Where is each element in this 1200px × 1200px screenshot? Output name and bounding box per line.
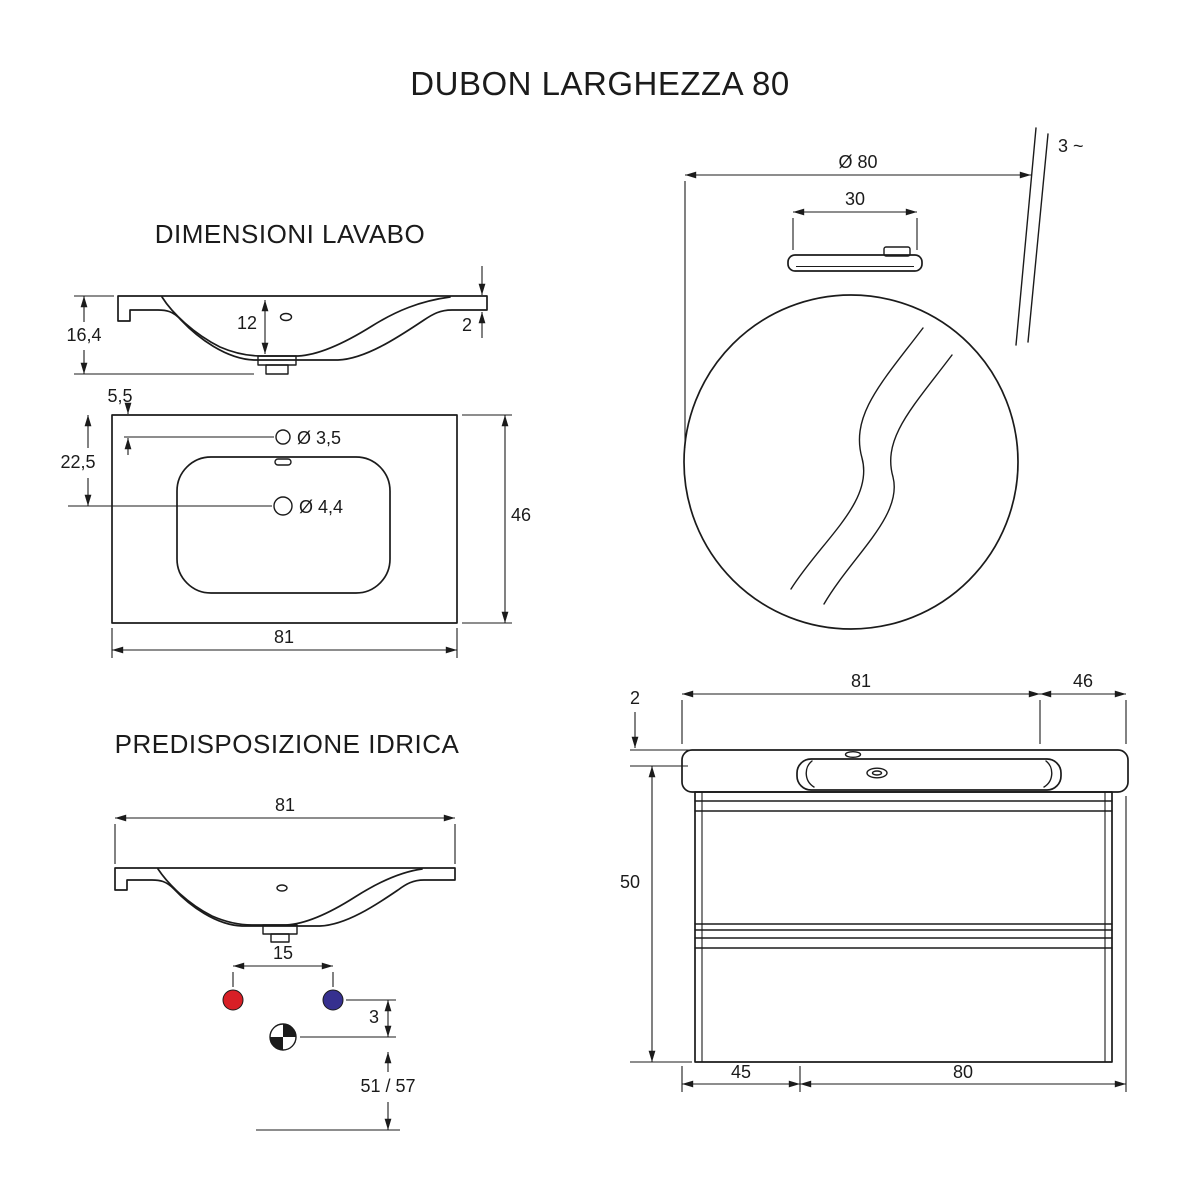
sink-section-outline	[117, 295, 488, 361]
drain-hole	[866, 767, 888, 779]
dim-outlet-spacing: 15	[232, 943, 334, 987]
mirror-circle	[683, 294, 1019, 630]
mirror-assembly: 3 ~ Ø 80 30	[683, 127, 1084, 630]
lamp-mount	[883, 246, 911, 257]
dim-label-outlet-drain-gap: 3	[369, 1007, 379, 1027]
drain-hole-inner	[871, 770, 883, 776]
dim-label-drain-hole: Ø 4,4	[299, 497, 343, 517]
dim-idrica-width: 81	[114, 795, 456, 864]
dim-label-top-thickness: 2	[630, 688, 640, 708]
wall-line	[1027, 133, 1049, 343]
hot-water-outlet	[222, 989, 244, 1011]
dim-label-top-width: 81	[851, 671, 871, 691]
dim-lamp-width: 30	[792, 189, 918, 250]
overflow-hole	[276, 884, 288, 892]
cold-water-outlet	[322, 989, 344, 1011]
drain-hole	[273, 496, 293, 516]
dim-label-wall-gap: 3 ~	[1058, 136, 1084, 156]
dim-mirror-diameter: Ø 80	[684, 152, 1031, 448]
overflow-hole	[279, 312, 293, 322]
faucet-hole	[275, 429, 291, 445]
sink-section-bowl-line	[157, 868, 423, 926]
dim-label-rim-thickness: 2	[462, 315, 472, 335]
dim-label-total-height: 16,4	[66, 325, 101, 345]
dim-cabinet-height: 50	[620, 766, 692, 1063]
sink-top-view: Ø 3,5 Ø 4,4 5,5 22,5 46 81	[60, 386, 531, 658]
faucet-hole	[844, 751, 862, 759]
sink-section-outline	[114, 867, 456, 927]
mirror-reflection-line	[790, 327, 924, 590]
drain-symbol-quadrant	[270, 1037, 283, 1050]
dim-label-depth: 46	[511, 505, 531, 525]
drain-stub	[265, 364, 289, 375]
ceramic-outline	[111, 414, 458, 624]
dim-label-height: 50	[620, 872, 640, 892]
sink-section-bowl-line	[161, 296, 451, 357]
drain-symbol-quadrant	[283, 1024, 296, 1037]
basin-inner-wall	[1043, 760, 1053, 788]
dim-label-top-depth: 46	[1073, 671, 1093, 691]
cabinet-body	[694, 791, 1113, 1063]
wall-line	[1015, 127, 1037, 346]
lamp-bar	[787, 254, 923, 272]
dim-drain-height: 51 / 57	[256, 1052, 416, 1131]
dim-label-idrica-width: 81	[275, 795, 295, 815]
basin-inner-wall	[805, 760, 815, 788]
dim-width: 81	[111, 627, 458, 658]
overflow-slot	[274, 458, 292, 466]
dim-top-thickness: 2	[630, 688, 700, 767]
dim-label-faucet-offset: 5,5	[107, 386, 132, 406]
dim-total-height: 16,4	[66, 295, 254, 375]
dim-depth: 46	[462, 414, 531, 624]
dim-label-bottom-depth: 45	[731, 1062, 751, 1082]
heading-predisposizione-idrica: PREDISPOSIZIONE IDRICA	[115, 729, 460, 759]
mirror-reflection-line	[823, 354, 953, 605]
dim-label-bowl-depth: 12	[237, 313, 257, 333]
sink-cross-section: 16,4 12 2	[66, 266, 488, 375]
water-supply-diagram: 81 15 3 51 / 57	[114, 795, 456, 1131]
dim-label-mirror-diameter: Ø 80	[838, 152, 877, 172]
dim-outlet-drain-gap: 3	[300, 999, 396, 1038]
dim-drain-offset: 22,5	[60, 415, 272, 507]
basin-outline	[796, 758, 1062, 791]
drain-symbol	[269, 1023, 297, 1051]
dim-cabinet-top: 81 46	[681, 671, 1127, 744]
dim-label-bottom-width: 80	[953, 1062, 973, 1082]
dim-bowl-depth: 12	[237, 300, 269, 354]
dim-label-width: 81	[274, 627, 294, 647]
dim-faucet-offset: 5,5	[107, 386, 274, 455]
drain-stub	[270, 933, 290, 943]
dim-label-lamp-width: 30	[845, 189, 865, 209]
page-title: DUBON LARGHEZZA 80	[410, 65, 789, 102]
dim-rim-thickness: 2	[462, 266, 486, 338]
dim-label-outlet-spacing: 15	[273, 943, 293, 963]
heading-dimensioni-lavabo: DIMENSIONI LAVABO	[155, 219, 425, 249]
dim-label-drain-height: 51 / 57	[360, 1076, 415, 1096]
dim-cabinet-bottom: 45 80	[681, 796, 1127, 1092]
vanity-cabinet: 81 46 2 50 45 80	[620, 671, 1129, 1092]
dim-label-drain-offset: 22,5	[60, 452, 95, 472]
bowl-outline	[176, 456, 391, 594]
dim-label-faucet-hole: Ø 3,5	[297, 428, 341, 448]
